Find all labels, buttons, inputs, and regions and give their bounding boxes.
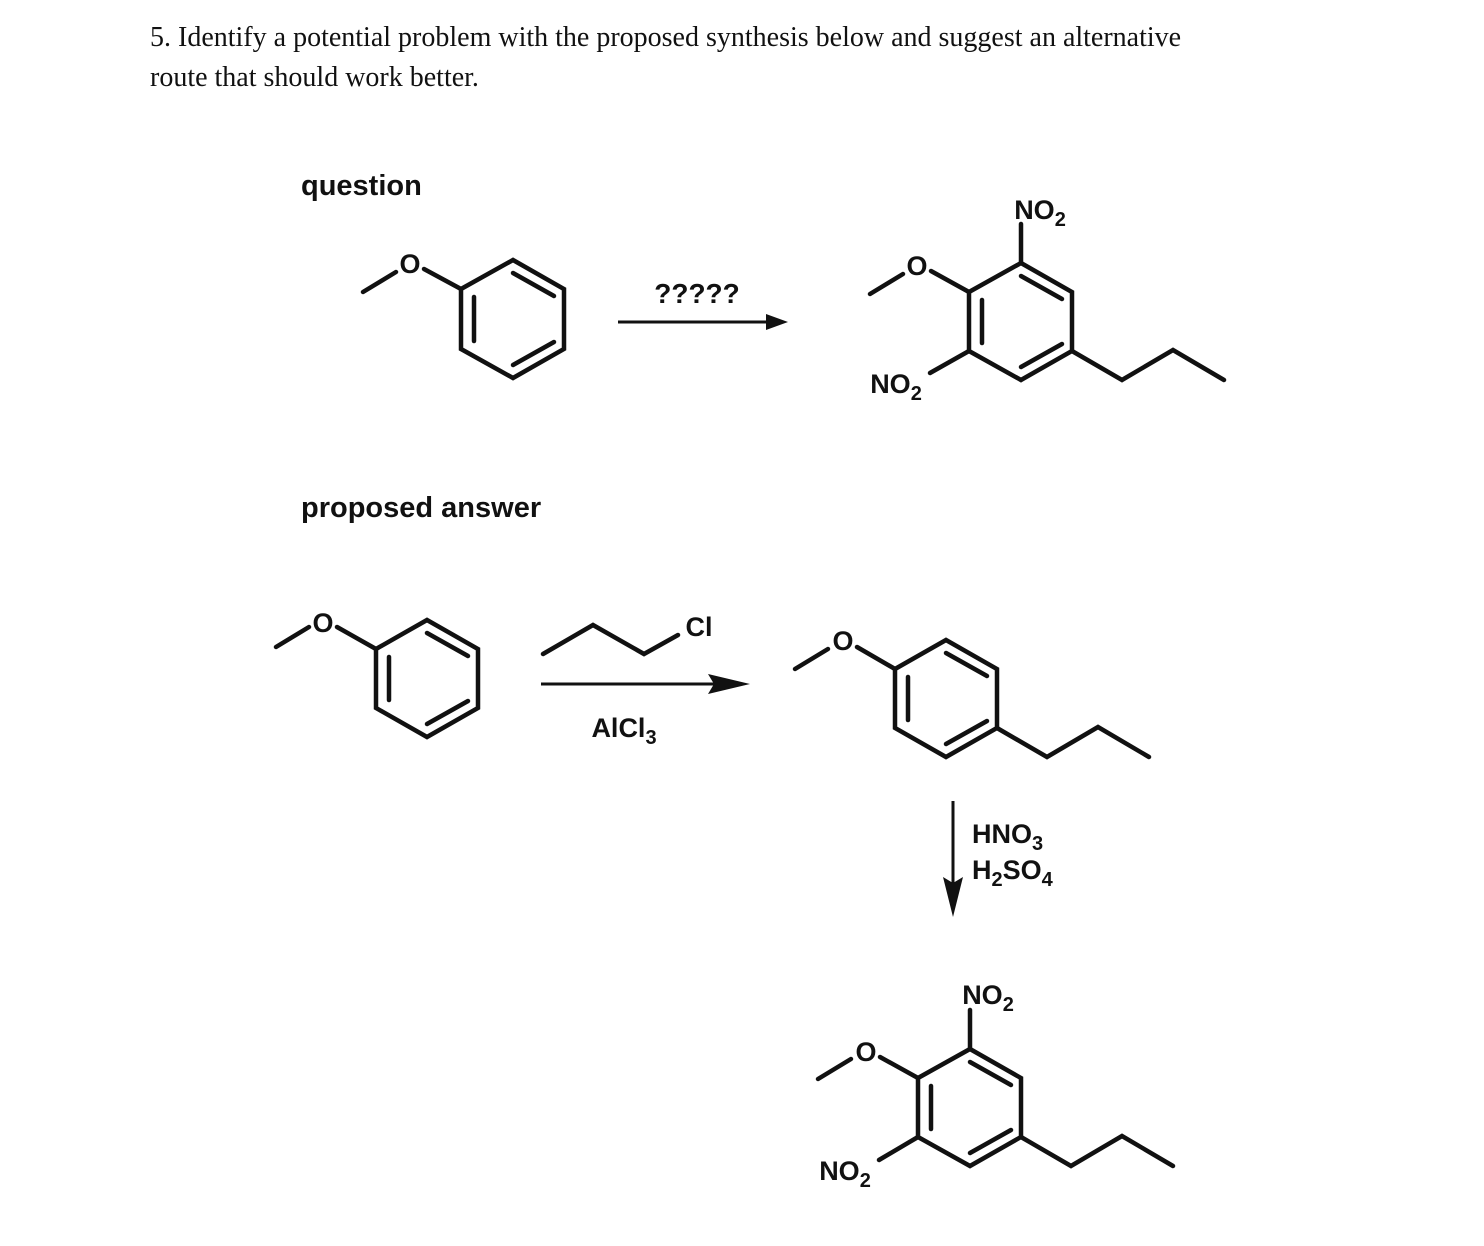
nitro-group-label-top: NO2 (962, 980, 1014, 1016)
alcl3-reagent-label: AlCl3 (591, 713, 656, 749)
ring-double-bond (510, 270, 557, 299)
oxygen-atom-label: O (312, 608, 333, 638)
methyl-bond (867, 271, 906, 297)
question-line-2: route that should work better. (150, 62, 479, 93)
o-aryl-bond (421, 266, 464, 292)
ring-double-bond (967, 1127, 1014, 1156)
o-aryl-bond (928, 268, 972, 295)
methyl-bond (815, 1056, 854, 1082)
propyl-chloride-chain (540, 622, 681, 657)
oxygen-atom-label: O (906, 251, 927, 281)
ring-double-bond (1018, 273, 1065, 302)
hno3-reagent-label: HNO3 (972, 819, 1043, 855)
propyl-chain (1069, 347, 1227, 383)
nitro-group-label-bottom: NO2 (819, 1156, 871, 1192)
question-line-1: 5. Identify a potential problem with the… (150, 22, 1182, 53)
o-aryl-bond (854, 644, 898, 672)
oxygen-atom-label: O (832, 626, 853, 656)
oxygen-atom-label: O (399, 249, 420, 279)
anisole-proposed-start: O (273, 608, 481, 740)
ring-double-bond (510, 339, 557, 368)
propylanisole-intermediate: O (792, 626, 1152, 760)
nitro-group-label-bottom: NO2 (870, 369, 922, 405)
nitro-bond-bottom (876, 1134, 921, 1163)
ring-double-bond (943, 718, 990, 747)
o-aryl-bond (334, 624, 379, 652)
oxygen-atom-label: O (855, 1037, 876, 1067)
benzene-ring (892, 637, 1000, 760)
ring-double-bond (424, 630, 471, 659)
question-prompt: 5. Identify a potential problem with the… (150, 18, 1380, 98)
benzene-ring (458, 257, 567, 381)
methyl-bond (360, 269, 399, 295)
benzene-ring (373, 617, 481, 740)
chlorine-atom-label: Cl (686, 612, 713, 642)
ring-double-bond (1018, 341, 1065, 370)
chloropropane-reagent: Cl (540, 612, 713, 657)
benzene-ring (915, 1046, 1024, 1169)
propyl-chain (1018, 1133, 1176, 1169)
methyl-bond (792, 646, 831, 672)
dinitro-final-product: NO2 O NO2 (815, 980, 1176, 1192)
h2so4-reagent-label: H2SO4 (972, 855, 1054, 891)
arrowhead (943, 877, 963, 917)
dinitro-target-product: NO2 O NO2 (867, 195, 1227, 405)
unknown-reagents-label: ????? (654, 278, 740, 309)
question-section-label: question (301, 170, 422, 202)
methyl-bond (273, 624, 312, 650)
ring-double-bond (967, 1059, 1014, 1088)
benzene-ring (966, 260, 1075, 383)
nitro-group-label-top: NO2 (1014, 195, 1066, 231)
arrowhead (766, 314, 788, 330)
proposed-answer-section-label: proposed answer (301, 492, 542, 524)
ring-double-bond (943, 650, 990, 679)
nitro-bond-bottom (927, 348, 972, 376)
arrowhead (708, 674, 750, 694)
propyl-chain (994, 724, 1152, 760)
anisole-starting-material: O (360, 249, 567, 381)
ring-double-bond (424, 698, 471, 727)
o-aryl-bond (877, 1054, 921, 1081)
